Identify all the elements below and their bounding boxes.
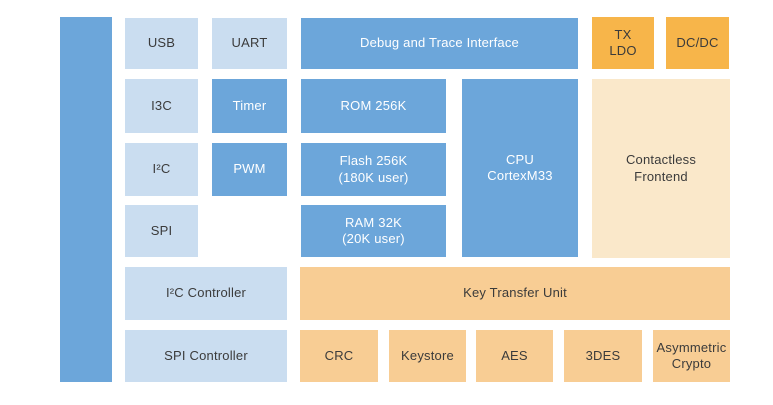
block-i2c: I²C: [125, 143, 198, 196]
block-debug-trace-interface: Debug and Trace Interface: [301, 18, 578, 69]
block-flash: Flash 256K (180K user): [301, 143, 446, 196]
block-tx-ldo: TX LDO: [592, 17, 654, 69]
block-i3c: I3C: [125, 79, 198, 133]
block-spi: SPI: [125, 205, 198, 257]
block-timer: Timer: [212, 79, 287, 133]
block-i2c-controller: I²C Controller: [125, 267, 287, 320]
block-usb: USB: [125, 18, 198, 69]
block-dcdc: DC/DC: [666, 17, 729, 69]
block-asymmetric-crypto: Asymmetric Crypto: [653, 330, 730, 382]
block-crc: CRC: [300, 330, 378, 382]
block-uart: UART: [212, 18, 287, 69]
bus-bar: [60, 17, 112, 382]
block-pwm: PWM: [212, 143, 287, 196]
block-spi-controller: SPI Controller: [125, 330, 287, 382]
block-ram: RAM 32K (20K user): [301, 205, 446, 257]
block-cpu-cortexm33: CPU CortexM33: [462, 79, 578, 257]
block-contactless-frontend: Contactless Frontend: [592, 79, 730, 258]
block-key-transfer-unit: Key Transfer Unit: [300, 267, 730, 320]
block-3des: 3DES: [564, 330, 642, 382]
block-aes: AES: [476, 330, 553, 382]
block-rom: ROM 256K: [301, 79, 446, 133]
block-keystore: Keystore: [389, 330, 466, 382]
